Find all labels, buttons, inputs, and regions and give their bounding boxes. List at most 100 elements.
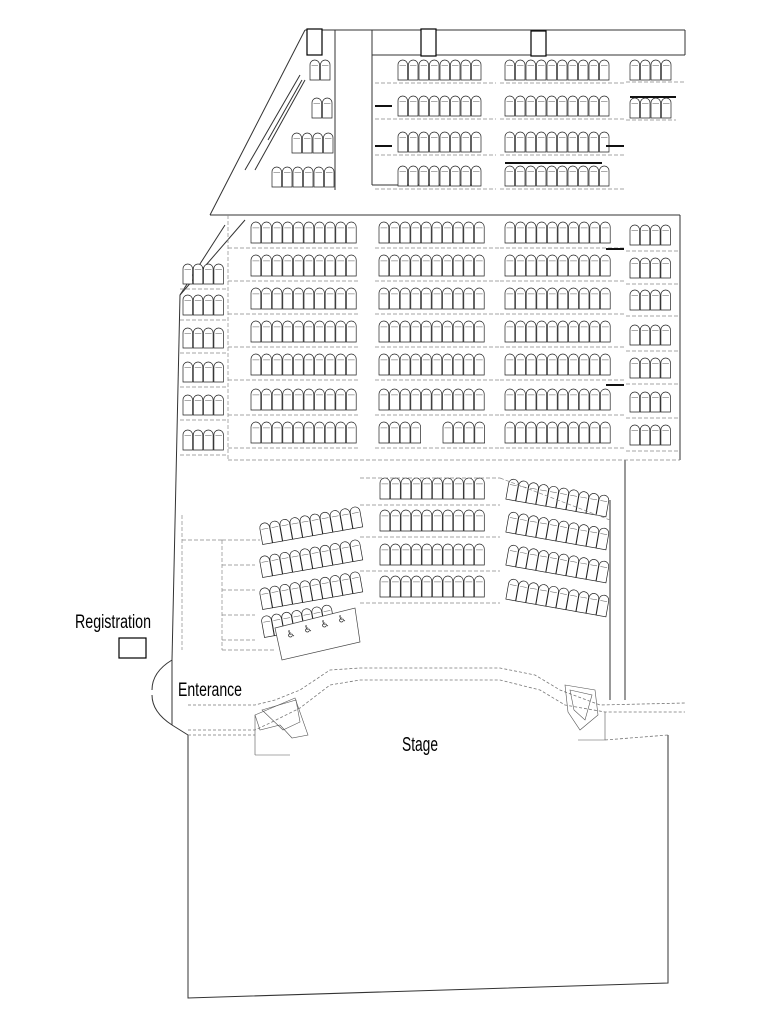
wheelchair-icon: ♿ xyxy=(303,624,314,636)
seat xyxy=(525,482,539,505)
seat xyxy=(442,509,454,532)
seat xyxy=(585,493,600,516)
seat xyxy=(432,543,443,566)
seat-line xyxy=(351,577,359,579)
seat xyxy=(568,421,579,444)
seat xyxy=(192,263,204,285)
seat xyxy=(259,587,273,610)
seat xyxy=(565,555,579,578)
seat xyxy=(629,424,640,446)
seat xyxy=(588,59,599,81)
seat xyxy=(463,509,475,532)
seat xyxy=(442,543,454,566)
seat-line xyxy=(580,562,588,565)
seat xyxy=(639,257,651,279)
seat xyxy=(213,263,224,285)
seat xyxy=(203,327,214,349)
seat xyxy=(595,594,610,618)
seat-line xyxy=(519,519,527,521)
seat xyxy=(536,320,547,343)
seat xyxy=(525,95,536,117)
seat-line xyxy=(519,552,527,554)
seat xyxy=(600,287,611,310)
seat xyxy=(431,287,443,310)
seat-row xyxy=(182,327,224,349)
seat xyxy=(271,221,283,244)
seat xyxy=(259,522,273,545)
seat-line xyxy=(341,578,349,581)
seat xyxy=(192,361,204,383)
seat-line xyxy=(529,587,537,590)
seat-line xyxy=(261,560,269,563)
seat xyxy=(410,421,421,444)
seat xyxy=(293,353,304,376)
seat xyxy=(203,429,214,451)
seat xyxy=(261,615,275,638)
seat xyxy=(421,509,433,532)
seat xyxy=(299,515,313,538)
seat xyxy=(408,165,419,187)
seat xyxy=(555,520,569,544)
seat-row xyxy=(250,388,357,411)
seat xyxy=(660,391,671,413)
seat xyxy=(192,327,204,349)
entrance-label: Enterance xyxy=(178,680,242,701)
seat-row xyxy=(629,257,671,279)
seat xyxy=(261,421,272,444)
seat xyxy=(536,131,547,153)
seat xyxy=(568,353,579,376)
seat xyxy=(567,131,578,153)
seat xyxy=(346,287,357,310)
seat xyxy=(599,165,610,187)
seat-line xyxy=(600,500,608,502)
seat-row xyxy=(504,165,610,187)
seat xyxy=(421,543,433,566)
seat xyxy=(536,95,547,117)
seat xyxy=(269,553,283,577)
seat xyxy=(397,131,408,153)
stage-area xyxy=(187,667,686,999)
seat xyxy=(505,578,519,602)
seat xyxy=(504,254,516,277)
seat xyxy=(504,287,516,310)
seat xyxy=(303,320,315,343)
seat xyxy=(439,165,450,187)
seat-line xyxy=(281,589,289,592)
seat xyxy=(525,287,537,310)
seat xyxy=(429,95,440,117)
seat-line xyxy=(301,585,309,588)
seat xyxy=(629,59,640,81)
seat xyxy=(442,287,453,310)
seat xyxy=(567,95,578,117)
seat xyxy=(585,559,600,582)
seat xyxy=(378,421,390,444)
seat xyxy=(390,509,401,532)
seat xyxy=(555,587,569,611)
seat xyxy=(389,254,400,277)
seat-line xyxy=(341,513,349,516)
seat xyxy=(471,165,482,187)
seat xyxy=(629,324,640,346)
seat xyxy=(639,289,651,311)
seat xyxy=(545,585,559,609)
seat xyxy=(525,59,536,81)
seat-row xyxy=(629,391,671,413)
seat xyxy=(314,353,325,376)
seat xyxy=(400,575,412,598)
seat xyxy=(421,254,432,277)
seat xyxy=(600,254,611,277)
seat xyxy=(311,97,322,119)
seat-line xyxy=(560,493,567,495)
seat xyxy=(346,254,357,277)
seat xyxy=(589,254,600,277)
seat xyxy=(400,477,412,500)
seat xyxy=(335,287,346,310)
seat xyxy=(339,573,354,596)
seat-row xyxy=(250,287,357,310)
seat xyxy=(600,221,611,244)
seat-row xyxy=(397,59,482,81)
seat xyxy=(293,320,304,343)
seat xyxy=(291,132,302,154)
seat xyxy=(660,324,671,346)
seat xyxy=(213,429,224,451)
